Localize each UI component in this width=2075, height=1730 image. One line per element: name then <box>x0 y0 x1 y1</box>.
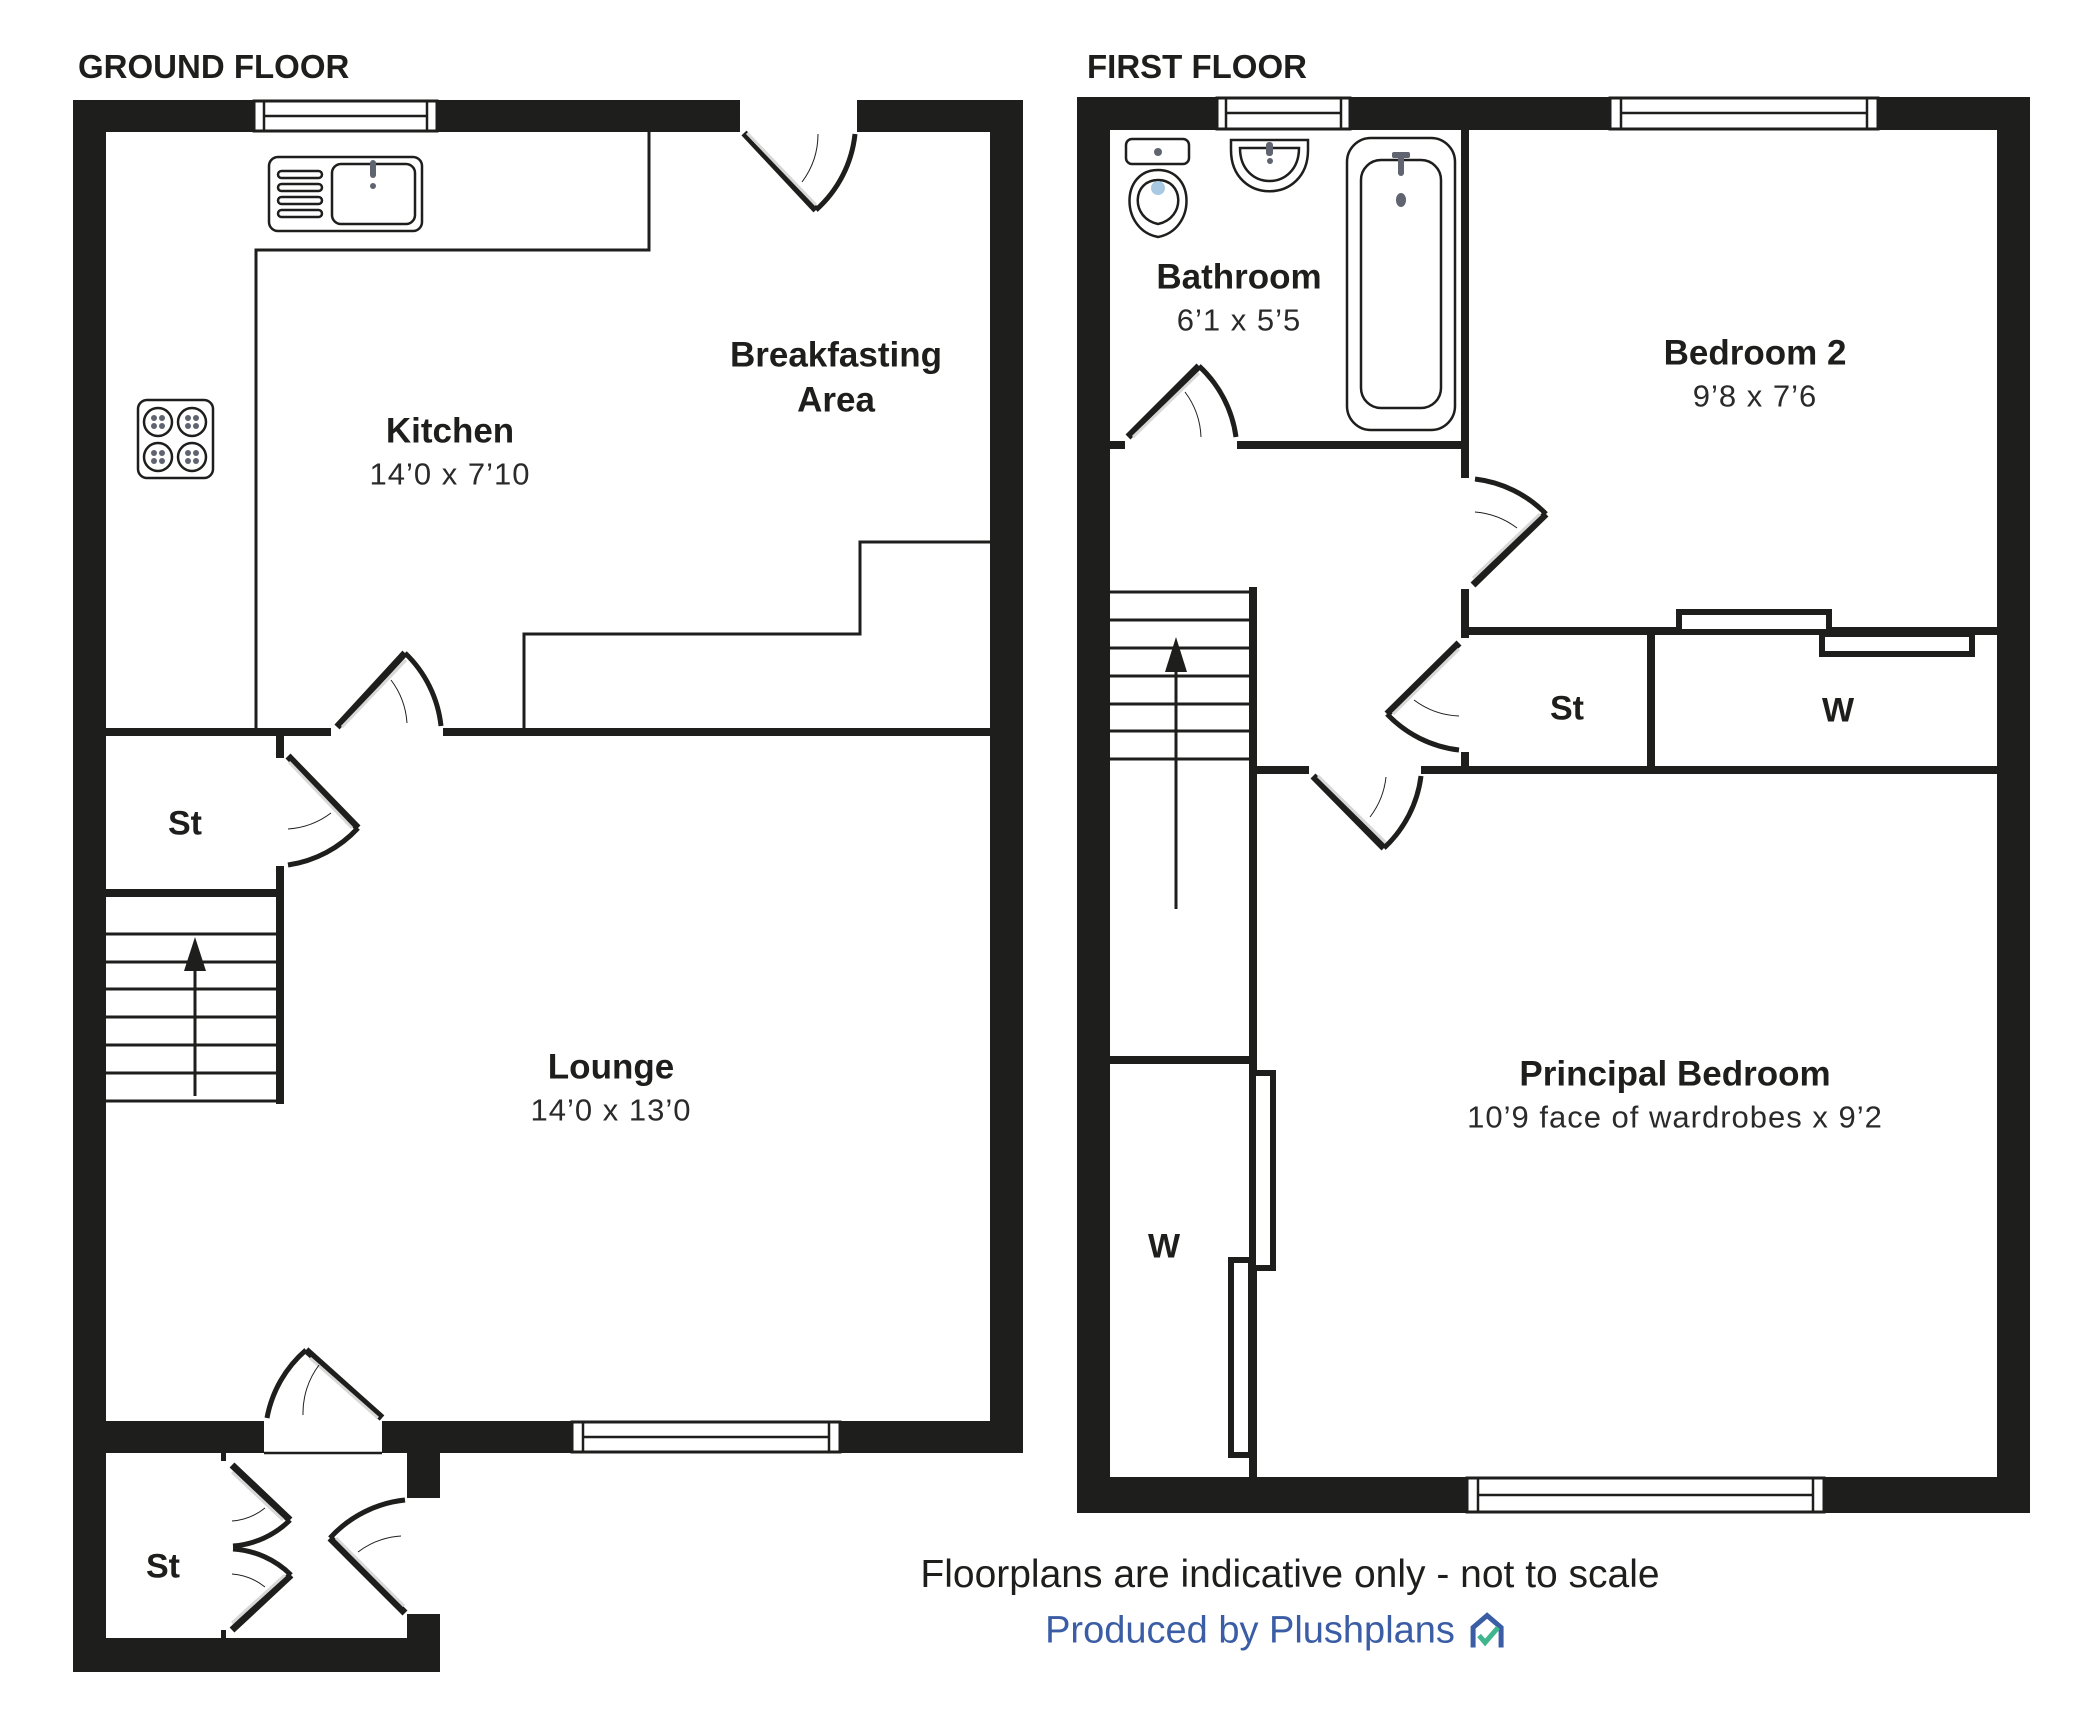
bath-icon <box>1345 136 1457 432</box>
room-label-breakfasting-area: Breakfasting Area <box>729 335 943 420</box>
kitchen-sink-icon <box>267 155 424 233</box>
room-label-lounge: Lounge 14’0 x 13’0 <box>530 1047 692 1128</box>
room-name: Bathroom <box>1156 257 1322 297</box>
room-dimensions: 9’8 x 7’6 <box>1692 378 1818 414</box>
porch-door <box>327 1497 408 1616</box>
producer-credit: Produced by Plushplans <box>1045 1610 1507 1653</box>
lounge-window <box>570 1420 842 1454</box>
ground-floor-title: GROUND FLOOR <box>78 48 350 85</box>
disclaimer-text: Floorplans are indicative only - not to … <box>920 1553 1660 1596</box>
room-label-store-under-stairs: St <box>168 804 202 843</box>
bathroom-door <box>1125 363 1239 440</box>
room-label-wardrobe-bedroom2: W <box>1821 691 1855 730</box>
room-name: Lounge <box>547 1047 675 1087</box>
store-door <box>285 753 361 868</box>
kitchen-window <box>252 99 439 133</box>
room-name: Principal Bedroom <box>1519 1054 1831 1094</box>
credit-text: Produced by Plushplans <box>1045 1609 1455 1652</box>
bedroom2-window <box>1608 96 1880 131</box>
principal-bedroom-window <box>1465 1476 1826 1514</box>
room-label-wardrobe-principal: W <box>1147 1227 1181 1266</box>
room-name-line2: Area <box>797 380 875 419</box>
porch-store-doors <box>229 1462 294 1633</box>
room-name-line1: Breakfasting <box>729 335 943 375</box>
room-name: Bedroom 2 <box>1663 333 1847 373</box>
room-name: Kitchen <box>385 411 515 451</box>
back-door <box>741 130 858 213</box>
ground-stairs <box>103 932 281 1103</box>
kitchen-door <box>334 650 444 730</box>
room-dimensions: 14’0 x 7’10 <box>369 456 531 492</box>
ground-floor-plan <box>73 99 1023 1672</box>
room-label-store-first: St <box>1550 689 1584 728</box>
room-label-principal-bedroom: Principal Bedroom 10’9 face of wardrobes… <box>1467 1054 1883 1135</box>
first-floor-plan <box>1077 96 2030 1514</box>
first-floor-title: FIRST FLOOR <box>1087 48 1307 85</box>
room-dimensions: 14’0 x 13’0 <box>530 1092 692 1128</box>
stairs-up-arrow-icon <box>184 937 206 971</box>
stairs-up-arrow-icon <box>1165 637 1187 672</box>
room-dimensions: 6’1 x 5’5 <box>1176 302 1302 338</box>
toilet-icon <box>1124 137 1191 239</box>
front-door <box>264 1347 385 1455</box>
first-stairs <box>1099 590 1253 909</box>
store-door-first <box>1384 640 1462 753</box>
house-check-icon <box>1470 1611 1504 1647</box>
basin-icon <box>1229 138 1310 193</box>
hob-icon <box>136 398 215 480</box>
room-label-bedroom-2: Bedroom 2 9’8 x 7’6 <box>1663 333 1847 414</box>
principal-bedroom-door <box>1310 773 1424 851</box>
room-label-kitchen: Kitchen 14’0 x 7’10 <box>369 411 531 492</box>
bedroom2-door <box>1470 476 1549 588</box>
room-dimensions: 10’9 face of wardrobes x 9’2 <box>1467 1099 1883 1135</box>
bathroom-window <box>1215 96 1352 131</box>
room-label-porch-store: St <box>146 1547 180 1586</box>
room-label-bathroom: Bathroom 6’1 x 5’5 <box>1156 257 1322 338</box>
